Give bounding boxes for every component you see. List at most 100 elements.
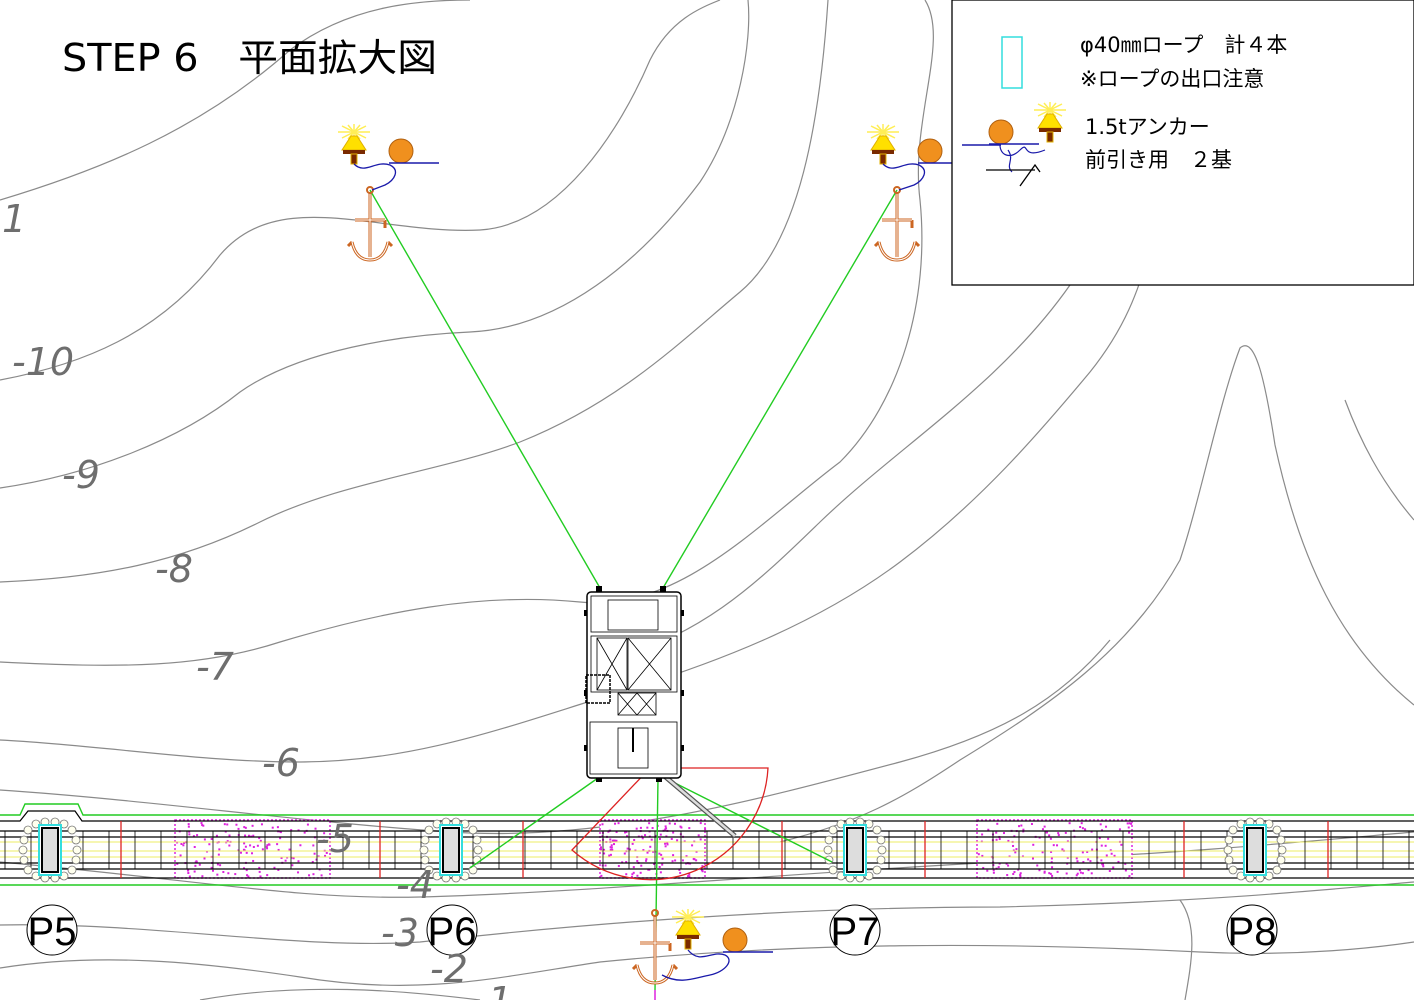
hatch-dot (297, 860, 300, 863)
hatch-dot (216, 863, 219, 866)
hatch-dot (601, 835, 604, 838)
hatch-dot (226, 840, 229, 843)
hatch-dot (995, 831, 998, 834)
hatch-dot (1100, 859, 1103, 862)
hatch-dot (1036, 864, 1039, 867)
contour-label: -2 (430, 947, 468, 991)
hatch-dot (201, 875, 204, 878)
hatch-dot (1050, 861, 1053, 864)
hatch-dot (625, 873, 628, 876)
hatch-dot (1081, 827, 1084, 830)
hatch-dot (997, 866, 1000, 869)
hatch-dot (1084, 828, 1087, 831)
hatch-dot (228, 844, 231, 847)
hatch-dot (196, 834, 199, 837)
hatch-dot (986, 869, 989, 872)
hatch-dot (242, 848, 245, 851)
hatch-dot (670, 837, 673, 840)
hatch-dot (600, 846, 603, 849)
hatch-dot (603, 848, 606, 851)
hatch-dot (299, 844, 302, 847)
hatch-dot (1057, 834, 1060, 837)
hatch-dot (297, 871, 300, 874)
hatch-dot (1005, 862, 1008, 865)
hatch-dot (256, 844, 259, 847)
hatch-dot (317, 855, 320, 858)
hatch-dot (1017, 868, 1020, 871)
hatch-dot (683, 840, 686, 843)
hatch-dot (1082, 861, 1085, 864)
hatch-dot (631, 842, 634, 845)
hatch-dot (243, 867, 246, 870)
hatch-dot (182, 844, 185, 847)
hatch-dot (183, 841, 186, 844)
hatch-dot (625, 861, 628, 864)
hatch-dot (666, 843, 669, 846)
hatch-dot (200, 822, 203, 825)
hatch-dot (666, 842, 669, 845)
hatch-dot (1080, 822, 1083, 825)
contour-label: -10 (12, 340, 74, 384)
hatch-dot (665, 835, 668, 838)
hatch-dot (1127, 826, 1130, 829)
hatch-dot (1041, 828, 1044, 831)
hatch-dot (1099, 823, 1102, 826)
hatch-dot (701, 870, 704, 873)
crane-swing-range (571, 767, 769, 881)
hatch-dot (234, 873, 237, 876)
hatch-dot (660, 853, 663, 856)
hatch-dot (636, 874, 639, 877)
hatch-dot (661, 863, 664, 866)
hatch-dot (208, 843, 211, 846)
hatch-dot (679, 871, 682, 874)
anchor-icon (346, 185, 394, 262)
hatch-dot (1102, 863, 1105, 866)
hatch-dot (604, 864, 607, 867)
hatch-dot (701, 865, 704, 868)
hatch-dot (625, 830, 628, 833)
hatch-dot (288, 848, 291, 851)
hatch-dot (1019, 873, 1022, 876)
hatch-dot (1079, 826, 1082, 829)
hatch-dot (1118, 828, 1121, 831)
hatch-dot (1061, 848, 1064, 851)
hatch-dot (252, 859, 255, 862)
hatch-dot (1128, 822, 1131, 825)
hatch-dot (688, 875, 691, 878)
hatch-dot (1087, 858, 1090, 861)
pier-p8 (1223, 817, 1287, 883)
hatch-dot (664, 825, 667, 828)
hatch-dot (678, 868, 681, 871)
hatch-dot (1032, 843, 1035, 846)
contour-label: -8 (155, 547, 193, 591)
contour-labels: 1 -10 -9 -8 -7 -6 -5 -4 -3 -2 1 (2, 197, 512, 1000)
hatch-dot (692, 857, 695, 860)
contour-label: 1 (488, 979, 512, 1000)
hatch-dot (1081, 872, 1084, 875)
hatch-dot (610, 846, 613, 849)
hatch-dot (1006, 874, 1009, 877)
hatch-dot (1109, 849, 1112, 852)
mooring-lines (369, 189, 898, 1000)
hatch-dot (308, 874, 311, 877)
hatch-dot (1015, 848, 1018, 851)
hatch-dot (647, 868, 650, 871)
hatch-dot (611, 839, 614, 842)
hatch-dot (640, 864, 643, 867)
spud-arm (653, 766, 737, 838)
hatch-dot (223, 823, 226, 826)
hatch-dot (613, 843, 616, 846)
hatch-dot (280, 856, 283, 859)
hatch-dot (621, 861, 624, 864)
hatch-dot (244, 834, 247, 837)
anchor-icon (873, 185, 921, 262)
contour-label: -9 (62, 453, 100, 497)
hatch-dot (1065, 872, 1068, 875)
hatch-dot (658, 852, 661, 855)
hatch-dot (1030, 822, 1033, 825)
hatch-dot (981, 833, 984, 836)
anchor-set-northwest (337, 123, 440, 262)
hatch-dot (1021, 855, 1024, 858)
hatch-dot (1013, 871, 1016, 874)
